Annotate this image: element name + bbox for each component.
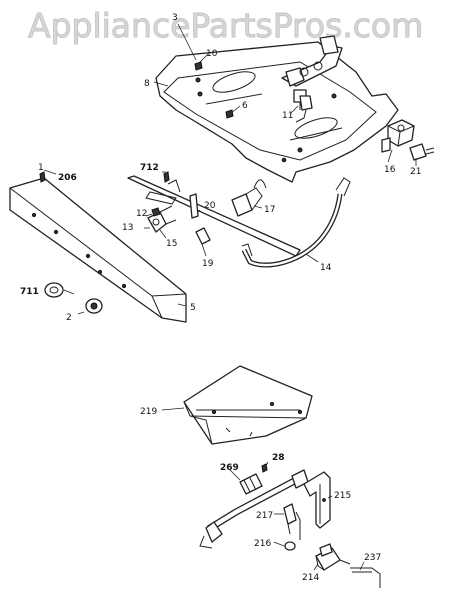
orifice-20 xyxy=(189,193,199,219)
callout-712: 712 xyxy=(140,163,159,173)
plug-21 xyxy=(409,143,435,161)
knob-711 xyxy=(44,282,64,298)
callout-1: 1 xyxy=(38,163,44,173)
callout-216: 216 xyxy=(254,539,271,549)
knob-2 xyxy=(85,298,103,314)
callout-8: 8 xyxy=(144,79,150,89)
callout-711: 711 xyxy=(20,287,39,297)
oven-burner xyxy=(199,469,309,549)
callout-21: 21 xyxy=(410,167,421,177)
nut-216 xyxy=(284,541,296,551)
screw-3 xyxy=(194,61,203,71)
callout-206: 206 xyxy=(58,173,77,183)
safety-valve xyxy=(231,179,267,217)
callout-17: 17 xyxy=(264,205,275,215)
callout-6: 6 xyxy=(242,101,248,111)
leader-lines-lower xyxy=(161,407,365,571)
callout-214: 214 xyxy=(302,573,319,583)
leader-lines-upper xyxy=(43,23,417,315)
callout-16: 16 xyxy=(384,165,396,175)
callout-15: 15 xyxy=(166,239,177,249)
bracket-215 xyxy=(303,471,331,529)
callout-5: 5 xyxy=(190,303,196,313)
screw-712 xyxy=(163,171,170,183)
orifice-269 xyxy=(239,473,263,495)
callout-269: 269 xyxy=(220,463,239,473)
watermark: AppliancePartsPros.com xyxy=(27,6,424,46)
ignitor-214 xyxy=(315,543,351,571)
callout-14: 14 xyxy=(320,263,332,273)
callout-28: 28 xyxy=(272,453,285,463)
regulator xyxy=(381,119,415,153)
heat-deflector xyxy=(183,365,313,445)
screw-28 xyxy=(261,463,268,473)
callout-3: 3 xyxy=(172,13,178,23)
valve-12 xyxy=(151,207,161,217)
callout-215: 215 xyxy=(334,491,351,501)
screw-206 xyxy=(39,171,46,183)
screw-6 xyxy=(225,109,234,119)
burner-valve-bracket xyxy=(281,35,343,110)
callout-12: 12 xyxy=(136,209,147,219)
callout-11: 11 xyxy=(282,111,293,121)
callout-2: 2 xyxy=(66,313,72,323)
callout-19: 19 xyxy=(202,259,214,269)
callout-237: 237 xyxy=(364,553,381,563)
wire-237 xyxy=(350,567,381,588)
bracket-19 xyxy=(195,227,211,245)
callout-13: 13 xyxy=(122,223,133,233)
gas-tube-14 xyxy=(241,177,351,268)
callout-20: 20 xyxy=(204,201,216,211)
burner-box xyxy=(155,41,399,183)
igniter-217 xyxy=(283,503,301,540)
igniter xyxy=(295,95,313,123)
manifold xyxy=(127,175,301,257)
callout-217: 217 xyxy=(256,511,273,521)
callout-219: 219 xyxy=(140,407,157,417)
callout-10: 10 xyxy=(206,49,218,59)
